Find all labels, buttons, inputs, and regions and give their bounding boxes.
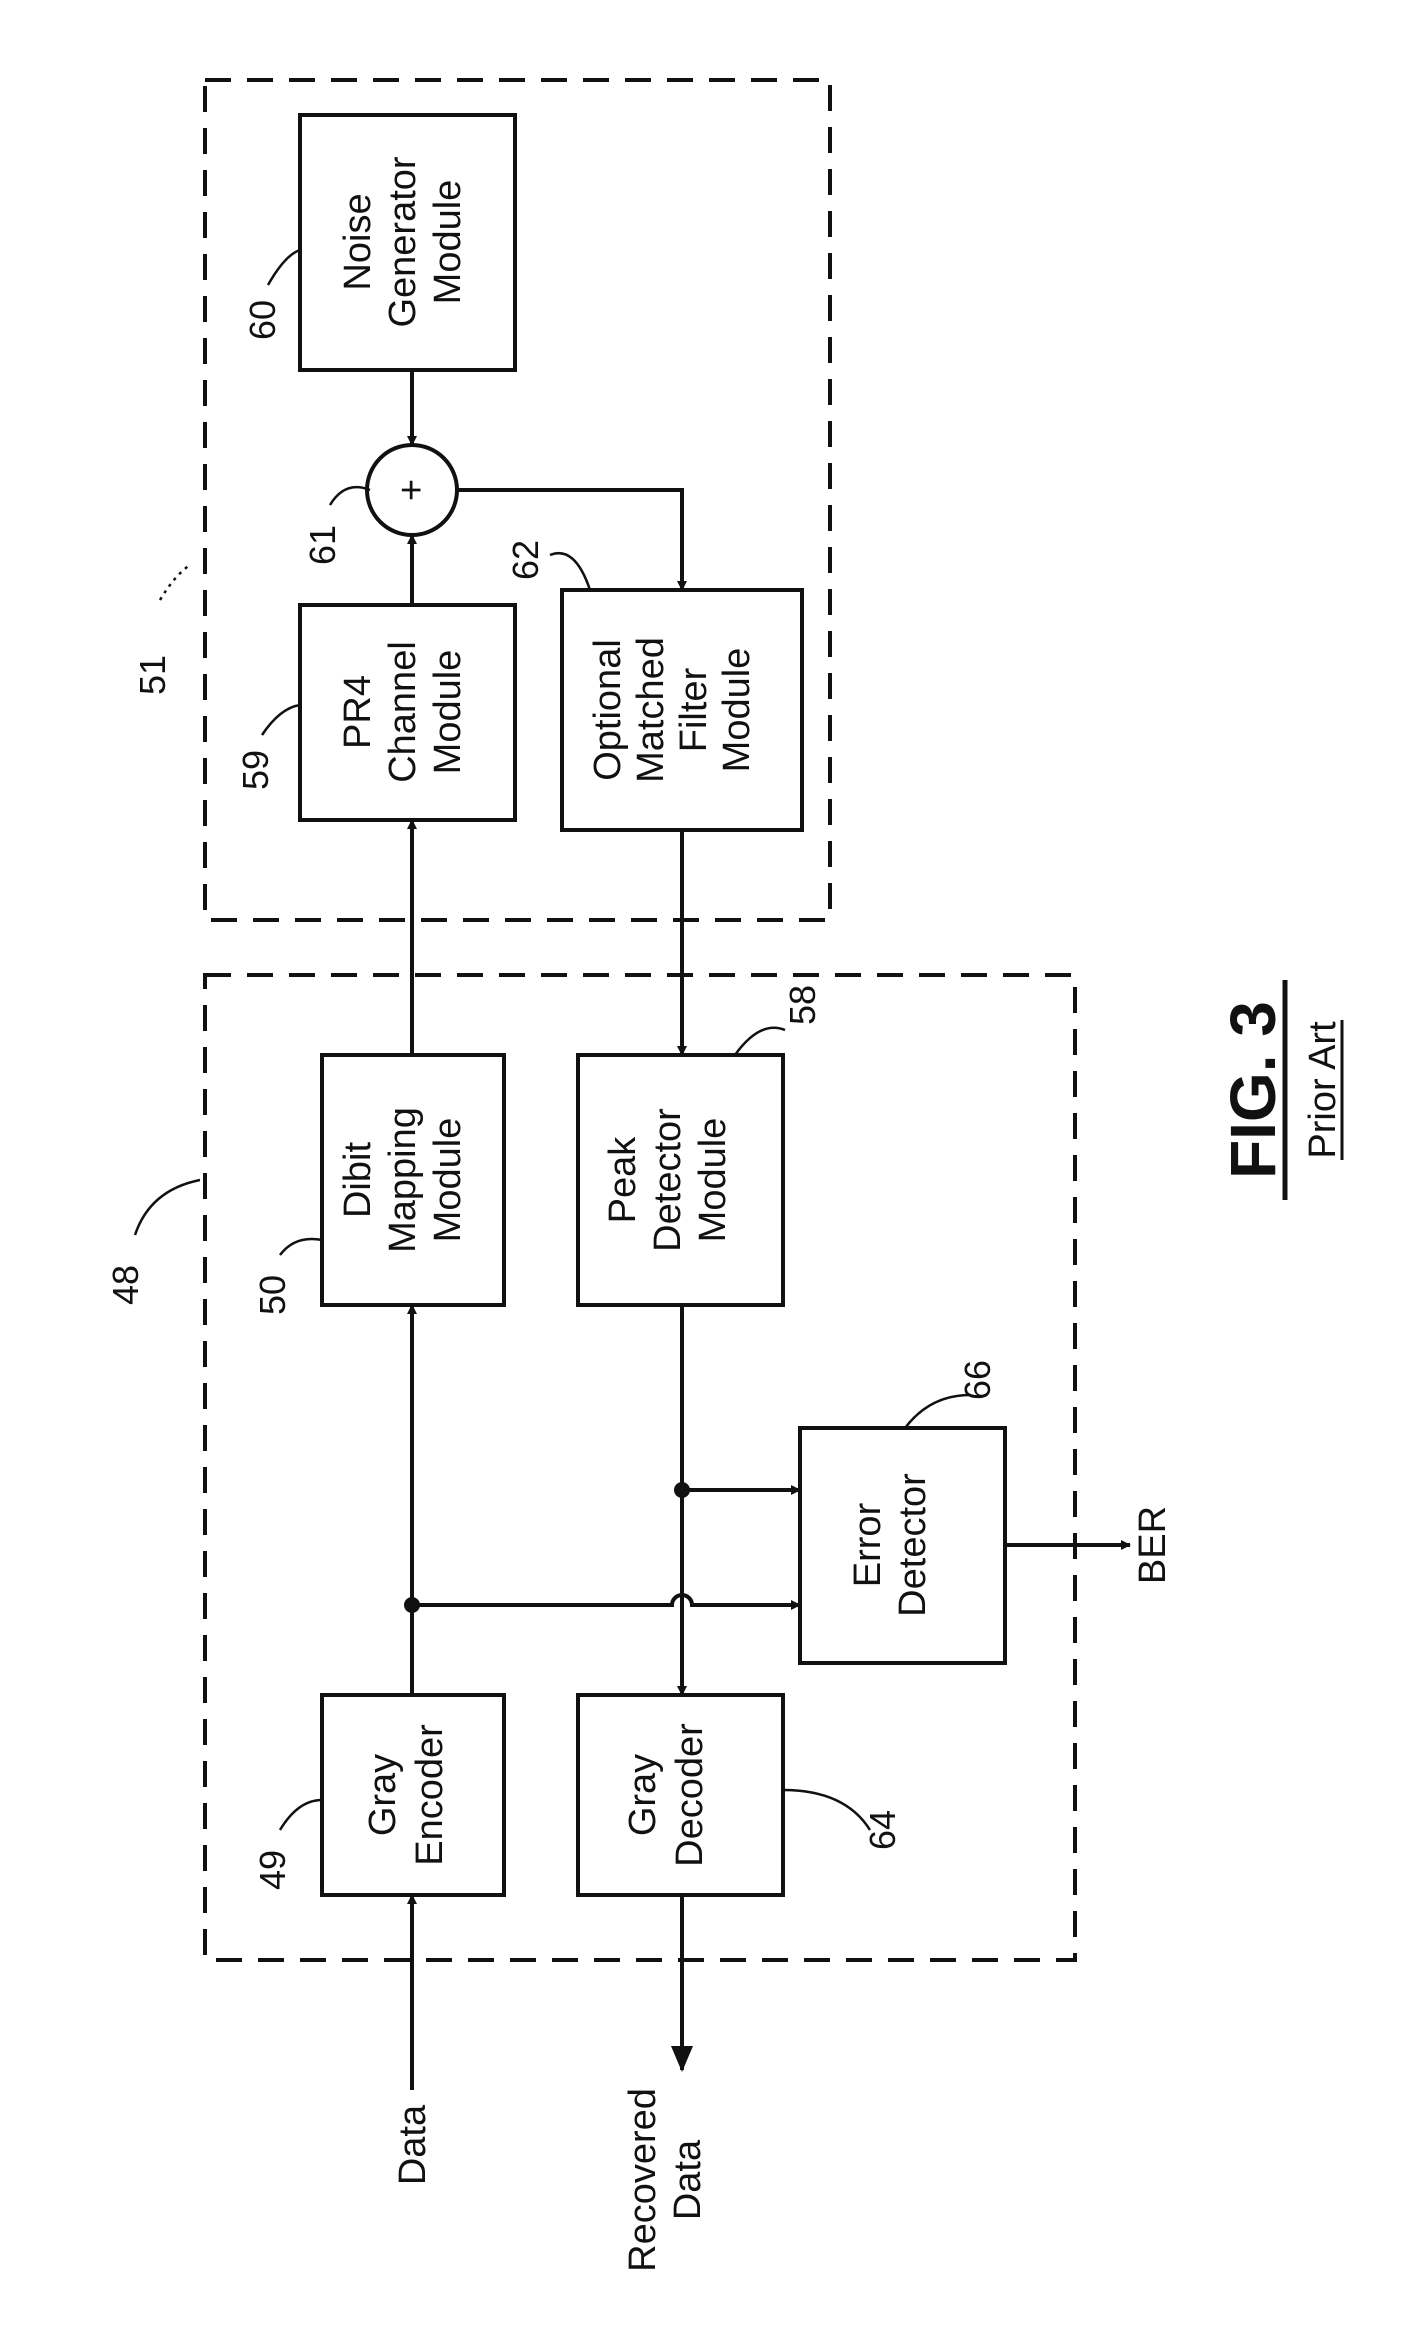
ber-label: BER [1132,1506,1174,1584]
noise-line-1: Noise [337,193,379,290]
recovered-label-line-2: Data [667,2139,709,2220]
ref-49: 49 [252,1850,293,1890]
summing-symbol: + [391,479,433,501]
error-line-1: Error [847,1502,889,1587]
encoder-line-2: Encoder [409,1724,451,1866]
dibit-line-1: Dibit [337,1142,379,1218]
noise-line-3: Module [427,180,469,305]
wire-encoder-to-error [412,1595,800,1605]
filter-line-1: Optional [587,639,629,781]
filter-line-2: Matched [630,637,672,783]
wire-sum-to-filter [457,490,682,590]
peak-line-1: Peak [602,1136,644,1224]
ref-50: 50 [252,1275,293,1315]
matched-filter-block: Optional Matched Filter Module 62 [505,540,802,830]
recovered-label-line-1: Recovered [622,2088,664,2272]
pr4-line-2: Channel [382,641,424,783]
leader-60 [268,250,300,285]
pr4-line-1: PR4 [337,675,379,749]
peak-line-2: Detector [647,1108,689,1252]
encoder-line-1: Gray [362,1754,404,1836]
leader-48 [135,1180,200,1235]
decoder-line-1: Gray [622,1754,664,1836]
dibit-line-2: Mapping [382,1107,424,1253]
decoder-line-2: Decoder [669,1723,711,1867]
leader-61 [330,487,370,505]
ref-60: 60 [242,300,283,340]
ref-61: 61 [302,525,343,565]
summing-junction: + 61 [302,445,457,565]
ref-62: 62 [505,540,546,580]
noise-line-2: Generator [382,156,424,327]
leader-58 [735,1028,785,1055]
figure-caption: FIG. 3 Prior Art [1217,980,1344,1200]
leader-62 [550,553,590,590]
group-label-51: 51 [132,565,190,695]
filter-line-3: Filter [673,667,715,752]
ref-59: 59 [235,750,276,790]
group-label-48: 48 [105,1180,200,1305]
peak-detector-block: Peak Detector Module 58 [578,985,823,1305]
filter-line-4: Module [716,648,758,773]
ref-58: 58 [782,985,823,1025]
figure-title: FIG. 3 [1217,1001,1289,1179]
gray-encoder-block: Gray Encoder 49 [252,1695,504,1895]
ref-64: 64 [862,1810,903,1850]
error-detector-block: Error Detector 66 [800,1360,1005,1663]
noise-generator-block: Noise Generator Module 60 [242,115,515,370]
gray-decoder-block: Gray Decoder 64 [578,1695,903,1895]
data-input-label: Data [392,2104,434,2185]
leader-51 [160,565,190,600]
ref-51: 51 [132,655,173,695]
peak-line-3: Module [692,1118,734,1243]
leader-49 [280,1800,322,1830]
error-line-2: Detector [892,1473,934,1617]
dibit-line-3: Module [427,1118,469,1243]
leader-59 [262,705,300,735]
leader-64 [783,1790,870,1830]
dibit-mapping-block: Dibit Mapping Module 50 [252,1055,504,1315]
leader-50 [280,1239,322,1255]
pr4-channel-block: PR4 Channel Module 59 [235,605,515,820]
ref-48: 48 [105,1265,146,1305]
figure-subtitle: Prior Art [1302,1021,1344,1159]
pr4-line-3: Module [427,650,469,775]
